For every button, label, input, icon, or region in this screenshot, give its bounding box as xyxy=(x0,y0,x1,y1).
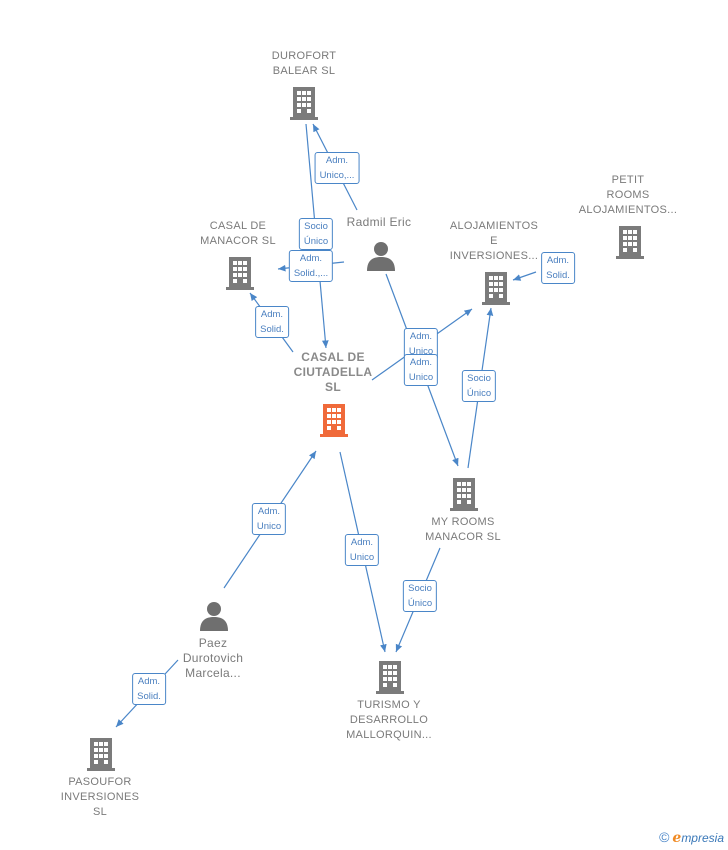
casalciutadella-building-icon[interactable] xyxy=(319,401,349,437)
node-label-pasoufor[interactable]: PASOUFOR INVERSIONES SL xyxy=(60,776,140,818)
node-label-petit[interactable]: PETIT ROOMS ALOJAMIENTOS... xyxy=(578,174,678,216)
node-label-casalmanacor[interactable]: CASAL DE MANACOR SL xyxy=(200,220,276,247)
petit-building-icon[interactable] xyxy=(615,223,645,259)
turismo-building-icon[interactable] xyxy=(375,658,405,694)
edge-alojamientos-petit xyxy=(512,271,537,281)
edge-label-casalciutadella-casalmanacor[interactable]: Adm. Solid. xyxy=(255,306,289,338)
edge-label-paez-pasoufor[interactable]: Adm. Solid. xyxy=(132,673,166,705)
edge-label-alojamientos-petit[interactable]: Adm. Solid. xyxy=(541,252,575,284)
myrooms-building-icon[interactable] xyxy=(449,475,479,511)
edge-label-myrooms-turismo[interactable]: Socio Único xyxy=(402,580,438,612)
node-label-paez[interactable]: Paez Durotovich Marcela... xyxy=(182,636,244,680)
paez-person-icon[interactable] xyxy=(199,601,229,631)
empresia-logo-text: mpresia xyxy=(681,831,724,845)
edge-label-casalciutadella-turismo[interactable]: Adm. Unico xyxy=(344,534,380,566)
radmil-person-icon[interactable] xyxy=(366,241,396,271)
node-label-casalciutadella[interactable]: CASAL DE CIUTADELLA SL xyxy=(293,350,373,394)
edge-label-paez-casalciutadella[interactable]: Adm. Unico xyxy=(251,503,287,535)
node-label-radmil[interactable]: Radmil Eric xyxy=(346,215,412,229)
edge-label-myrooms-alojamientos[interactable]: Socio Único xyxy=(461,370,497,402)
edge-label-durofort-casalciutadella[interactable]: Socio Único xyxy=(298,218,334,250)
casalmanacor-building-icon[interactable] xyxy=(225,254,255,290)
durofort-building-icon[interactable] xyxy=(289,84,319,120)
edge-label-radmil-durofort[interactable]: Adm. Unico,... xyxy=(314,152,360,184)
edge-label-radmil-myrooms[interactable]: Adm. Unico xyxy=(403,354,439,386)
node-label-turismo[interactable]: TURISMO Y DESARROLLO MALLORQUIN... xyxy=(346,699,432,741)
pasoufor-building-icon[interactable] xyxy=(86,735,116,771)
empresia-watermark[interactable]: ©empresia xyxy=(659,829,724,846)
empresia-logo-initial: e xyxy=(672,830,682,846)
node-label-myrooms[interactable]: MY ROOMS MANACOR SL xyxy=(425,516,501,543)
node-label-durofort[interactable]: DUROFORT BALEAR SL xyxy=(271,50,337,77)
alojamientos-building-icon[interactable] xyxy=(481,269,511,305)
copyright-icon: © xyxy=(659,829,670,845)
edge-label-radmil-casalmanacor[interactable]: Adm. Solid.,... xyxy=(288,250,334,282)
node-label-alojamientos[interactable]: ALOJAMIENTOS E INVERSIONES... xyxy=(449,220,539,262)
